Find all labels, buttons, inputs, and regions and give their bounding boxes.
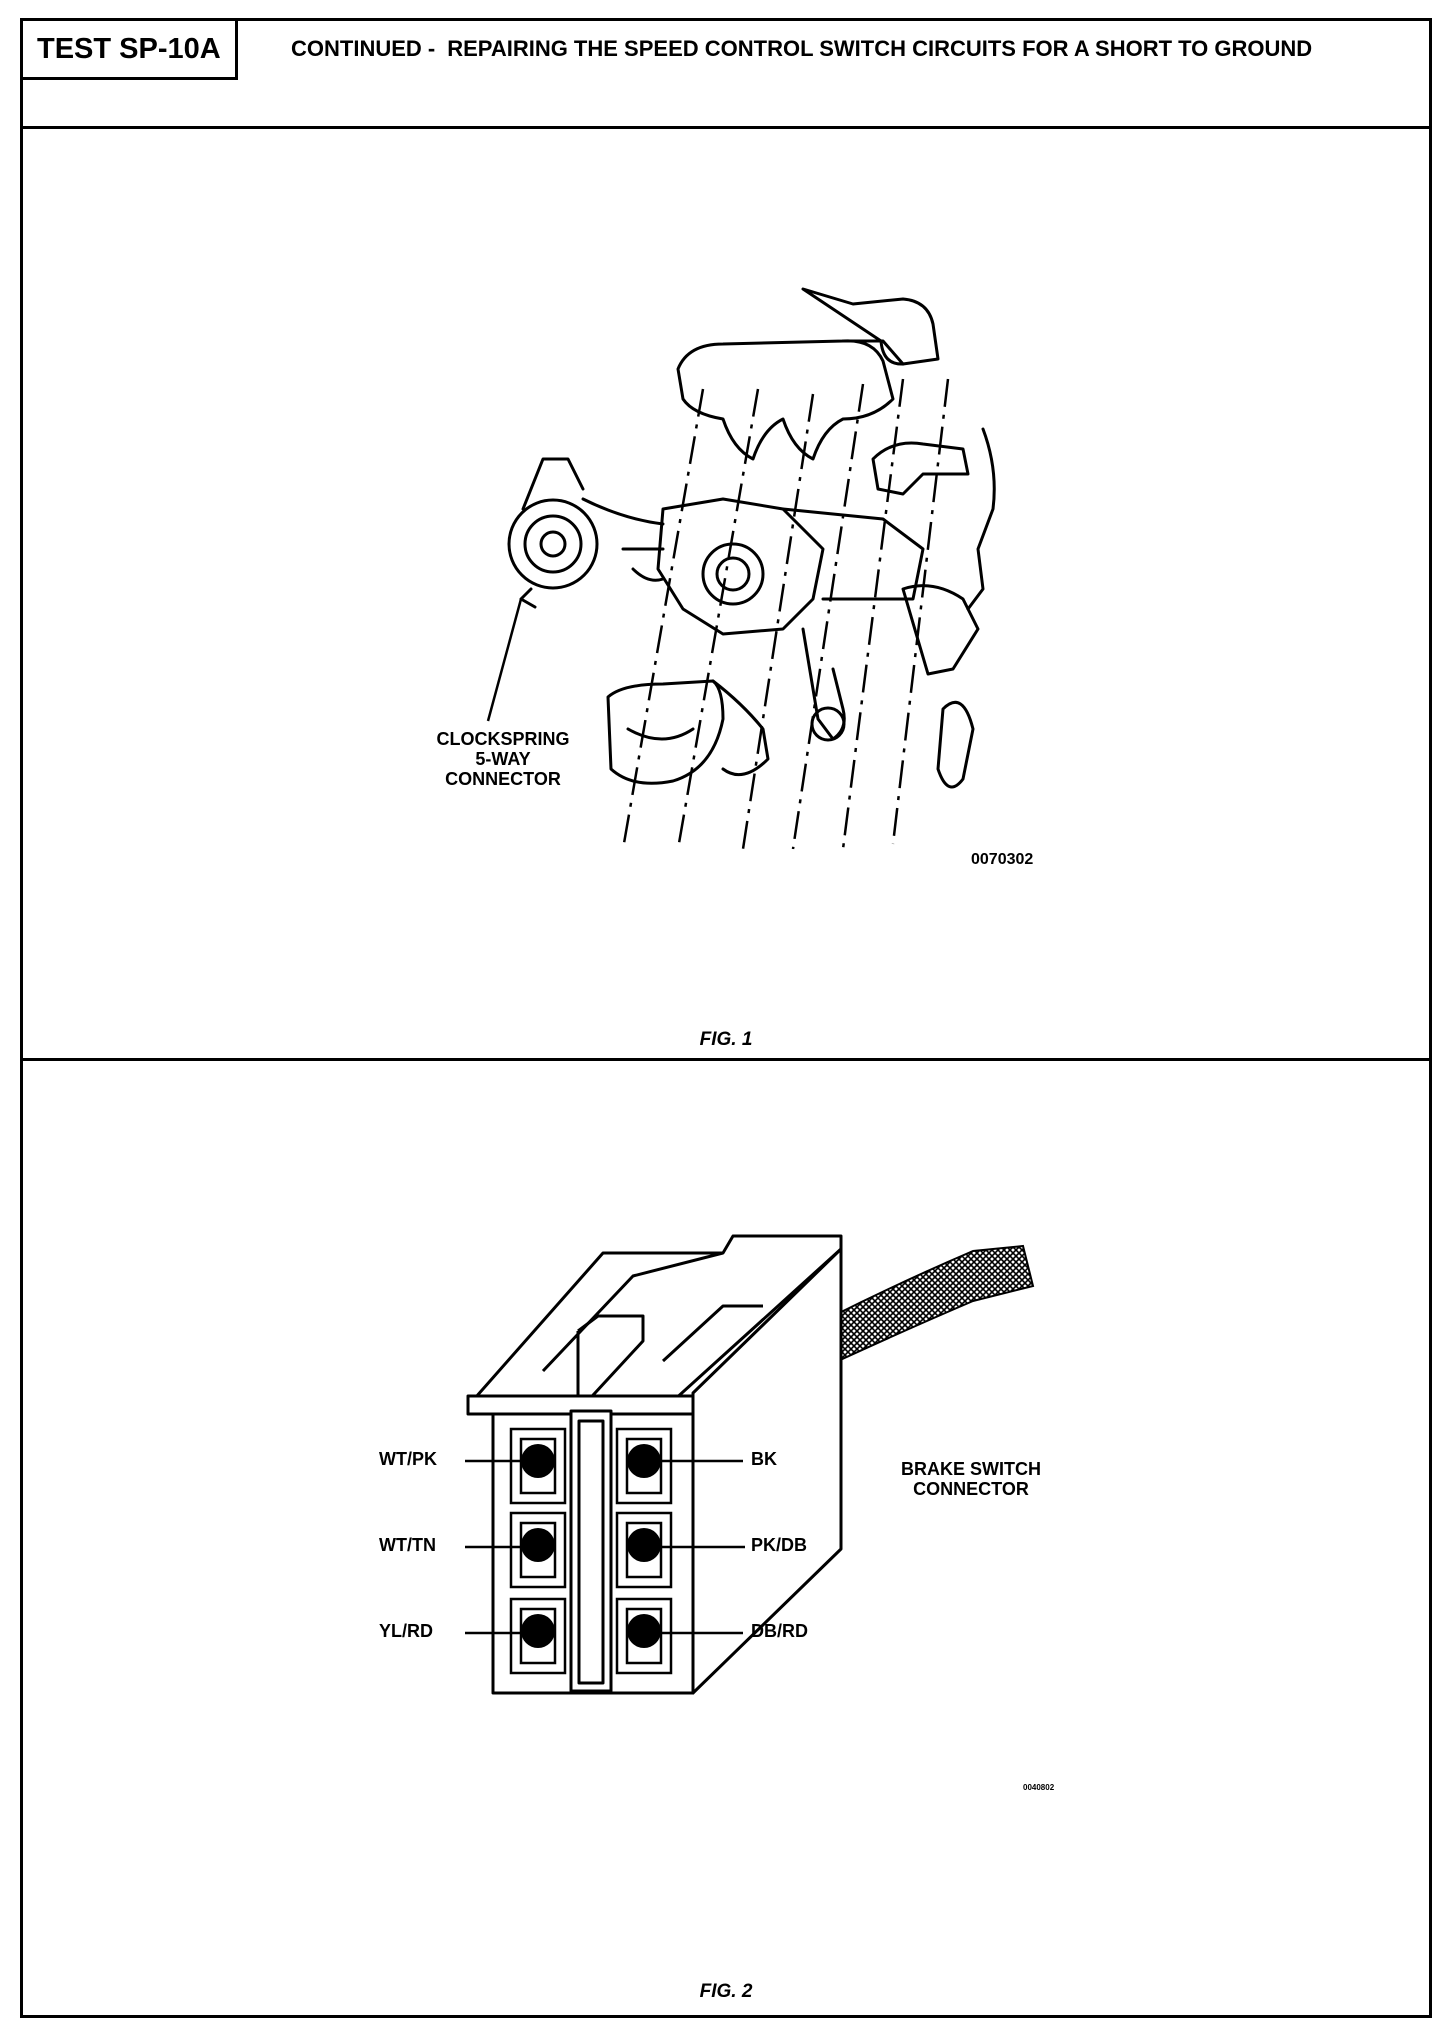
wire-label-wt-tn: WT/TN — [379, 1535, 436, 1555]
continued-label: CONTINUED - — [291, 36, 436, 61]
test-id-box: TEST SP-10A — [23, 21, 238, 80]
clockspring-callout: CLOCKSPRING 5-WAY CONNECTOR — [403, 729, 603, 789]
wire-label-pk-db: PK/DB — [751, 1535, 808, 1555]
figure-2-code: 0040802 — [1023, 1783, 1055, 1792]
page-header: TEST SP-10A CONTINUED - REPAIRING THE SP… — [23, 21, 1429, 129]
steering-column-illustration — [486, 287, 996, 850]
figure-2-panel: WT/PK WT/TN YL/RD BK PK/DB DB/RD BRAKE S… — [23, 1061, 1429, 2015]
wire-label-bk: BK — [751, 1449, 777, 1469]
callout-line-1: CLOCKSPRING — [436, 729, 570, 749]
figure-1-code: 0070302 — [971, 851, 1034, 868]
callout-line-2: 5-WAY — [475, 749, 531, 769]
connector-label-line-1: BRAKE SWITCH — [901, 1459, 1041, 1479]
page-title: REPAIRING THE SPEED CONTROL SWITCH CIRCU… — [447, 36, 1313, 61]
connector-label-line-2: CONNECTOR — [913, 1479, 1029, 1499]
figure-1-caption: FIG. 1 — [699, 1029, 753, 1050]
wire-label-wt-pk: WT/PK — [379, 1449, 437, 1469]
brake-switch-connector-illustration — [465, 1234, 1035, 1695]
wire-label-db-rd: DB/RD — [751, 1621, 808, 1641]
header-text: CONTINUED - REPAIRING THE SPEED CONTROL … — [291, 37, 1347, 61]
page-frame: TEST SP-10A CONTINUED - REPAIRING THE SP… — [20, 18, 1432, 2018]
callout-line-3: CONNECTOR — [445, 769, 561, 789]
figure-2-caption: FIG. 2 — [699, 1981, 753, 2002]
figure-1-panel: CLOCKSPRING 5-WAY CONNECTOR 0070302 FIG.… — [23, 129, 1429, 1061]
brake-switch-connector-label: BRAKE SWITCH CONNECTOR — [881, 1459, 1061, 1499]
wire-label-yl-rd: YL/RD — [379, 1621, 433, 1641]
